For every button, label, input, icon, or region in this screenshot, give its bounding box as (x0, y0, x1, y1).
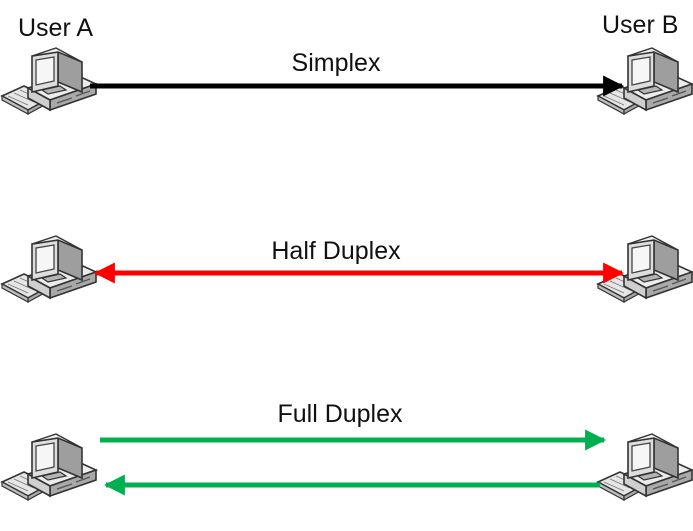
user-a-label: User A (18, 14, 93, 42)
simplex-row: Simplex (1, 47, 693, 115)
simplex-label: Simplex (292, 49, 381, 77)
half-duplex-label: Half Duplex (271, 237, 401, 265)
computer-icon (597, 433, 693, 501)
full-duplex-label: Full Duplex (277, 400, 403, 428)
user-b-label: User B (602, 11, 678, 39)
computer-icon (1, 433, 97, 501)
computer-icon (1, 47, 97, 115)
half-duplex-row: Half Duplex (1, 235, 693, 303)
computer-icon (597, 47, 693, 115)
computer-icon (597, 235, 693, 303)
full-duplex-row: Full Duplex (1, 400, 693, 501)
computer-icon (1, 235, 97, 303)
